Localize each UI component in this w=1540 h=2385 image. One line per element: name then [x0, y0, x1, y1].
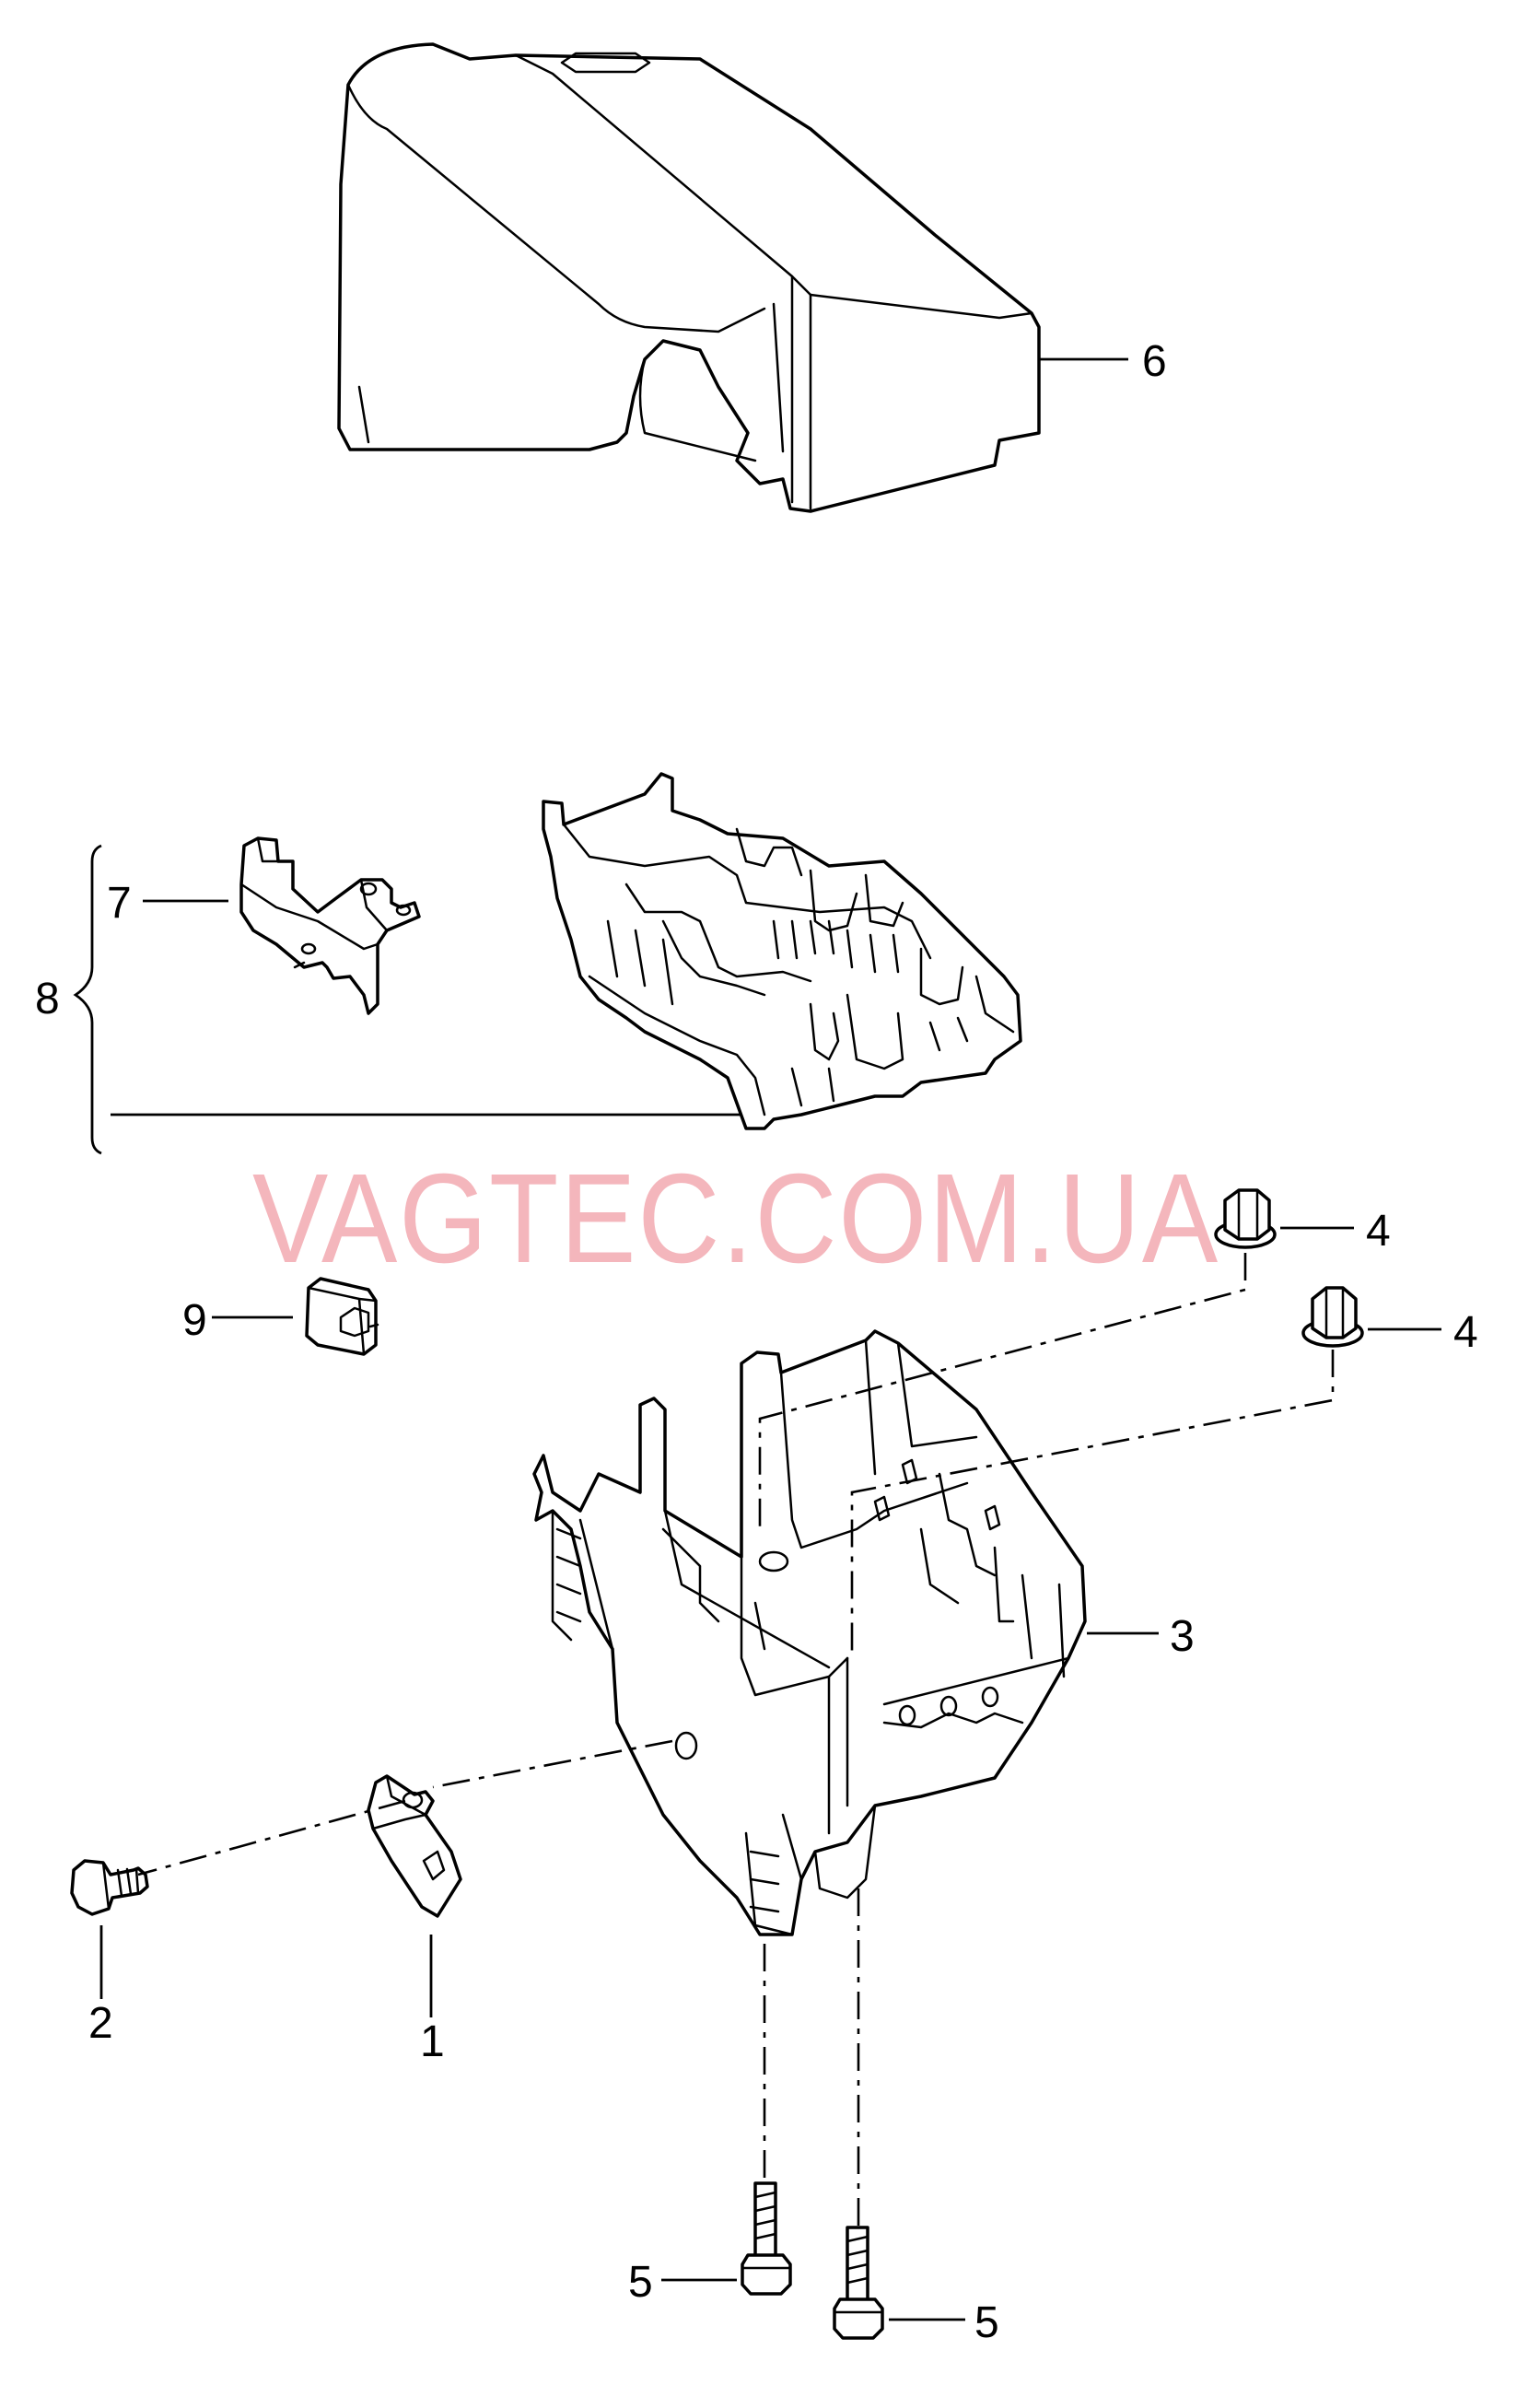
callout-9[interactable]: 9 — [182, 1296, 207, 1345]
part-1-clip — [367, 1774, 462, 1918]
callout-1[interactable]: 1 — [420, 2017, 445, 2066]
part-2-screw — [70, 1859, 149, 1916]
part-7-bracket — [239, 836, 421, 1015]
callout-6[interactable]: 6 — [1142, 337, 1167, 386]
callout-5-right[interactable]: 5 — [974, 2298, 999, 2347]
part-4-nut-upper — [1214, 1188, 1277, 1249]
part-4-nut-lower — [1301, 1286, 1364, 1348]
part-9-relay — [305, 1277, 379, 1356]
callout-7[interactable]: 7 — [107, 879, 132, 928]
part-3-mounting-tray — [532, 1329, 1087, 1936]
assembly-lines — [137, 1253, 1335, 2227]
callout-4-lower[interactable]: 4 — [1453, 1308, 1478, 1357]
callouts: 6 7 8 4 4 9 3 2 1 5 5 — [35, 337, 1478, 2347]
callout-4-upper[interactable]: 4 — [1366, 1207, 1391, 1256]
callout-8[interactable]: 8 — [35, 975, 60, 1023]
callout-2[interactable]: 2 — [88, 1999, 113, 2048]
part-5-bolt-left — [741, 2181, 792, 2296]
callout-5-left[interactable]: 5 — [628, 2258, 653, 2307]
leader-lines — [73, 357, 1441, 2321]
part-8-fuse-carrier — [542, 772, 1022, 1130]
watermark: VAGTEC.COM.UA — [252, 1148, 1219, 1290]
callout-3[interactable]: 3 — [1170, 1612, 1195, 1661]
part-6-cover — [337, 42, 1041, 513]
part-5-bolt-right — [833, 2226, 884, 2340]
